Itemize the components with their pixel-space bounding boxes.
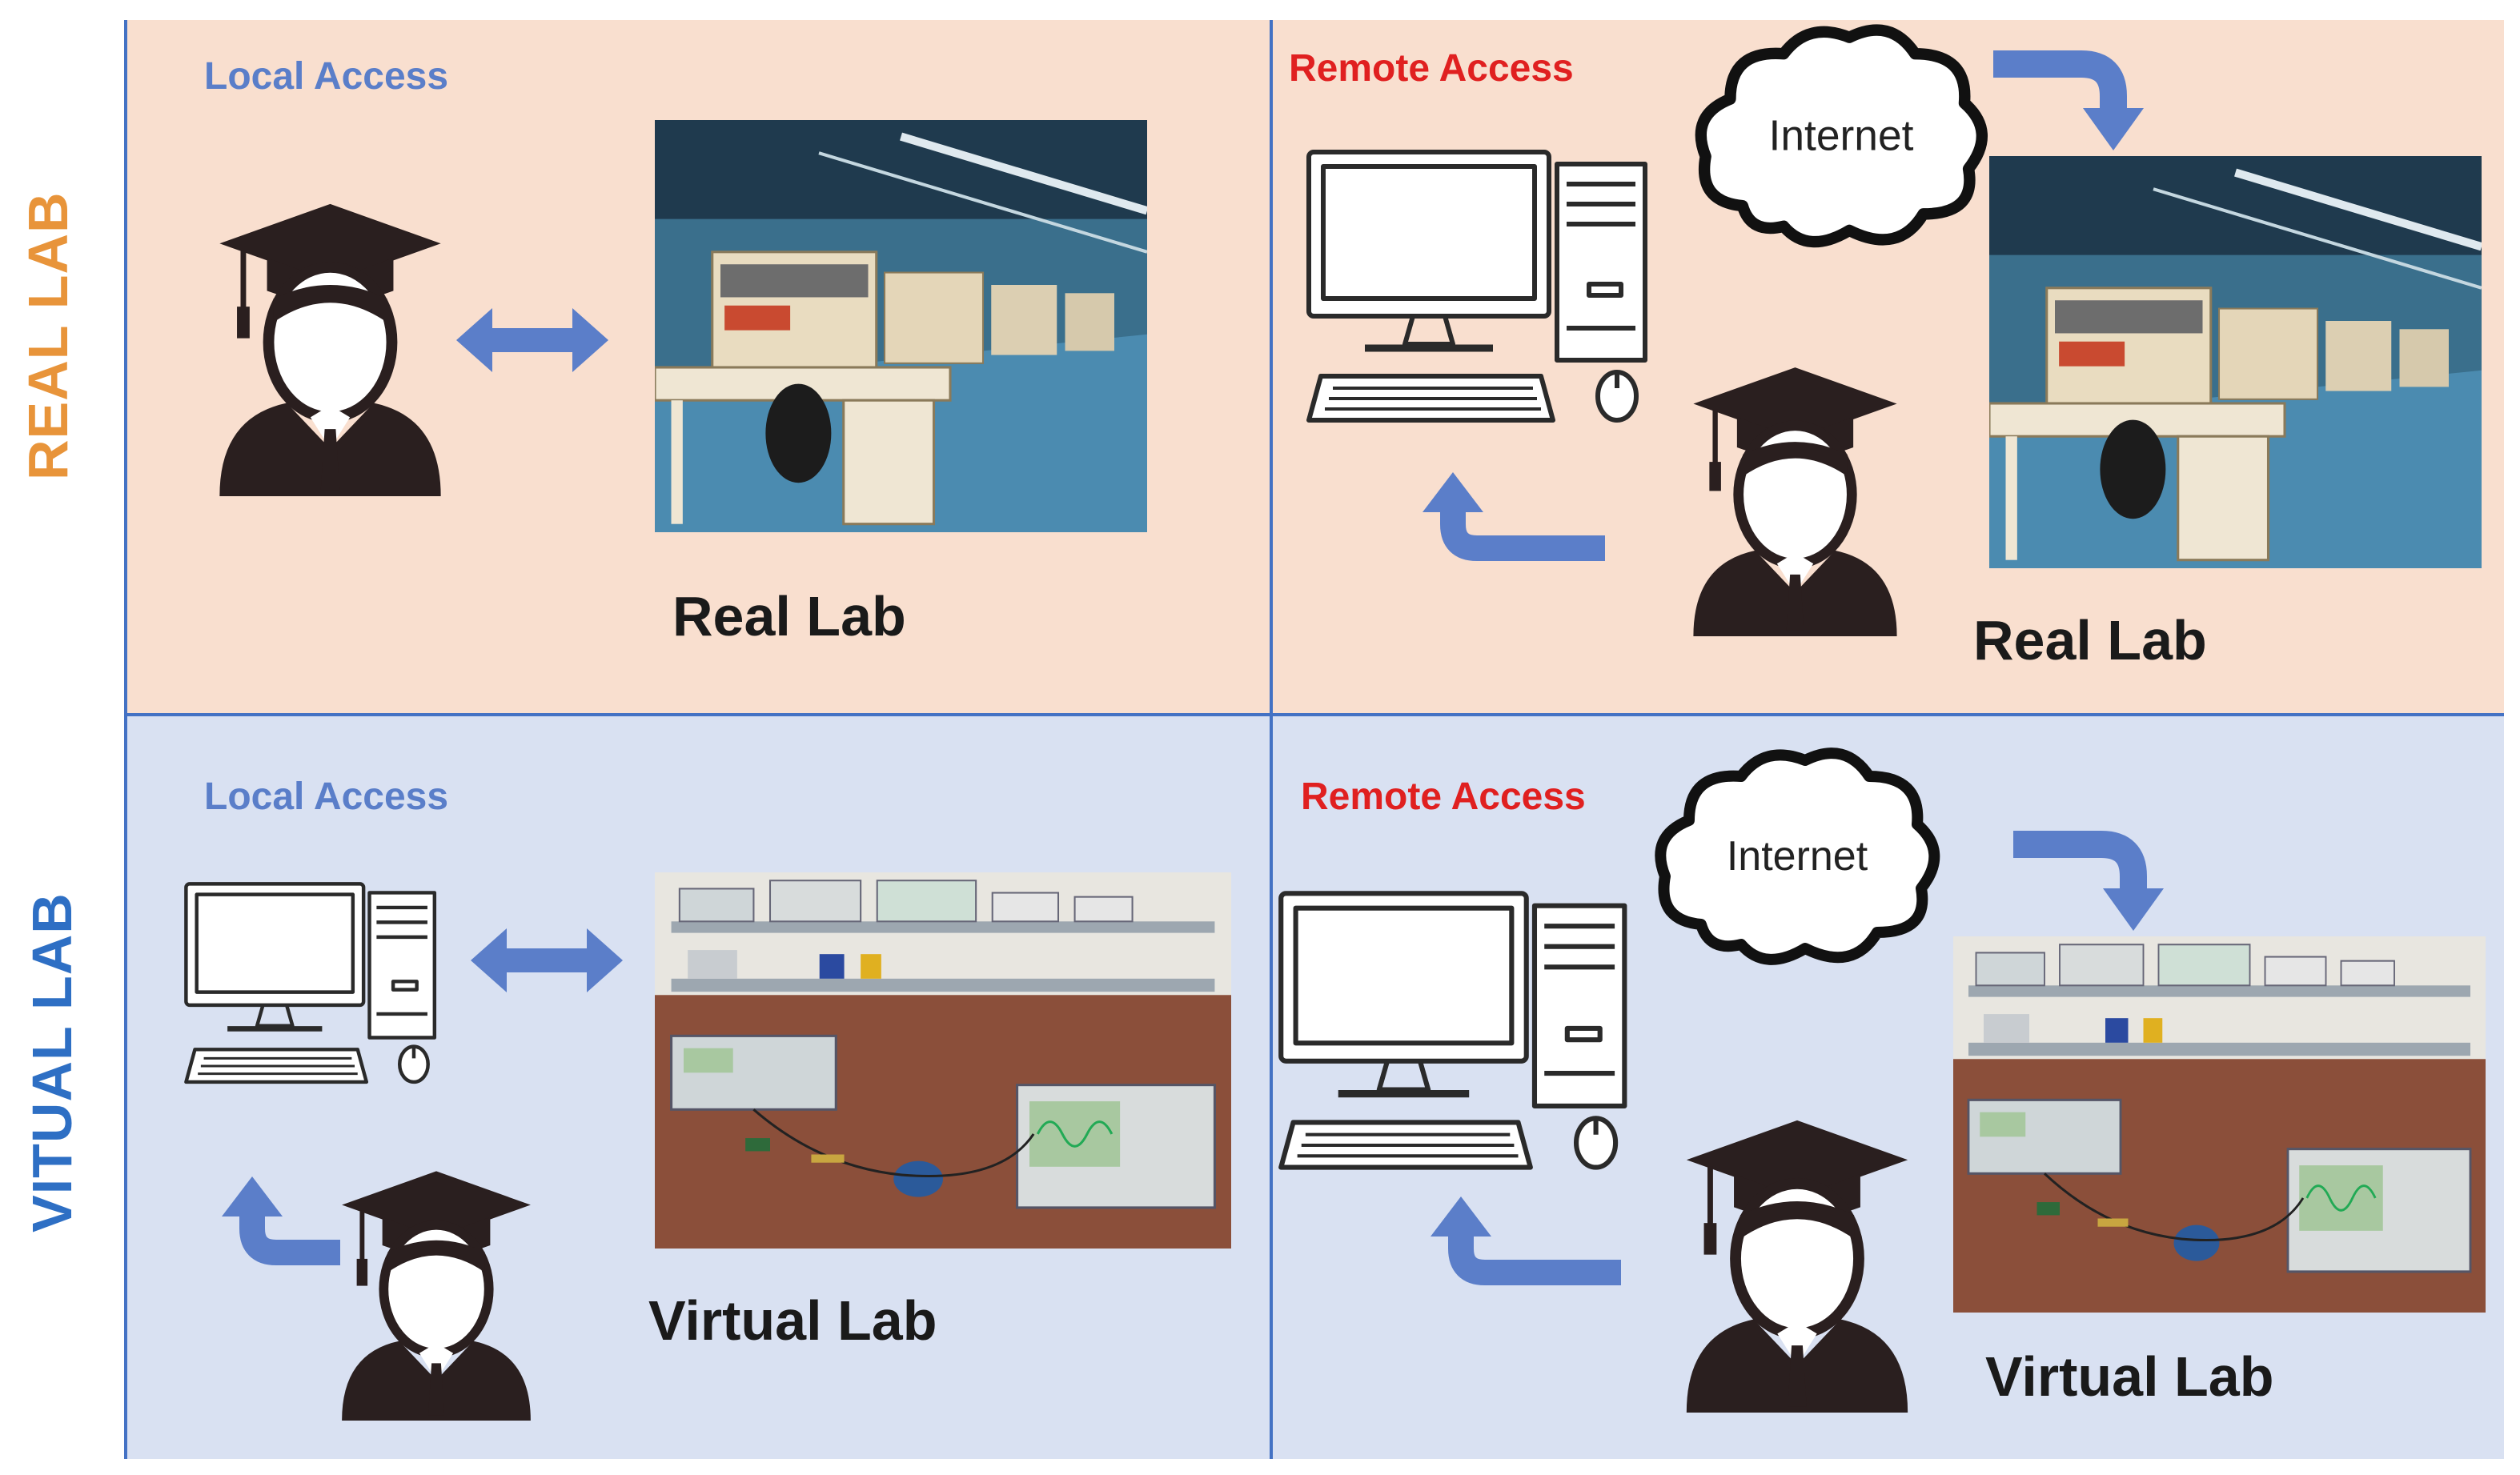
real-lab-side-label: REAL LAB xyxy=(17,191,79,480)
cloud-label: Internet xyxy=(1769,112,1914,159)
cloud-label-virtual: Internet xyxy=(1727,833,1868,880)
internet-cloud-icon: Internet xyxy=(1685,16,1997,264)
virtual-remote-access-label: Remote Access xyxy=(1301,776,1586,818)
left-border-line xyxy=(124,20,127,1459)
middle-divider-line xyxy=(124,713,2504,716)
real-remote-caption: Real Lab xyxy=(1973,609,2207,671)
graduate-student-icon xyxy=(204,196,456,496)
real-local-access-label: Local Access xyxy=(204,55,449,98)
virtual-local-access-label: Local Access xyxy=(204,776,449,818)
graduate-student-icon-virtual-remote xyxy=(1673,1112,1921,1413)
computer-icon xyxy=(1301,144,1669,432)
bidirectional-arrow-icon-virtual xyxy=(471,924,623,996)
virtual-local-caption: Virtual Lab xyxy=(648,1289,937,1352)
internet-cloud-icon-virtual: Internet xyxy=(1645,736,1949,984)
center-divider-line xyxy=(1270,20,1273,1459)
real-lab-photo-remote xyxy=(1989,156,2482,568)
virtual-lab-image-remote xyxy=(1953,936,2486,1313)
bidirectional-arrow-icon xyxy=(456,304,608,376)
real-local-caption: Real Lab xyxy=(672,585,906,647)
virtual-remote-caption: Virtual Lab xyxy=(1985,1345,2274,1408)
real-remote-access-label: Remote Access xyxy=(1289,47,1574,90)
curved-arrow-up-icon xyxy=(1413,472,1605,572)
virtual-lab-image xyxy=(655,872,1231,1249)
computer-icon-virtual xyxy=(180,876,452,1092)
real-lab-photo xyxy=(655,120,1147,532)
curved-arrow-down-icon-virtual xyxy=(2013,828,2165,932)
curved-arrow-up-icon-virtual-remote xyxy=(1421,1196,1621,1297)
virtual-lab-side-label: VITUAL LAB xyxy=(21,892,83,1233)
graduate-student-icon-remote xyxy=(1681,360,1909,636)
graduate-student-icon-virtual xyxy=(332,1164,540,1421)
computer-icon-virtual-remote xyxy=(1273,884,1649,1180)
curved-arrow-up-icon-virtual xyxy=(212,1176,340,1277)
curved-arrow-down-icon xyxy=(1993,48,2145,152)
